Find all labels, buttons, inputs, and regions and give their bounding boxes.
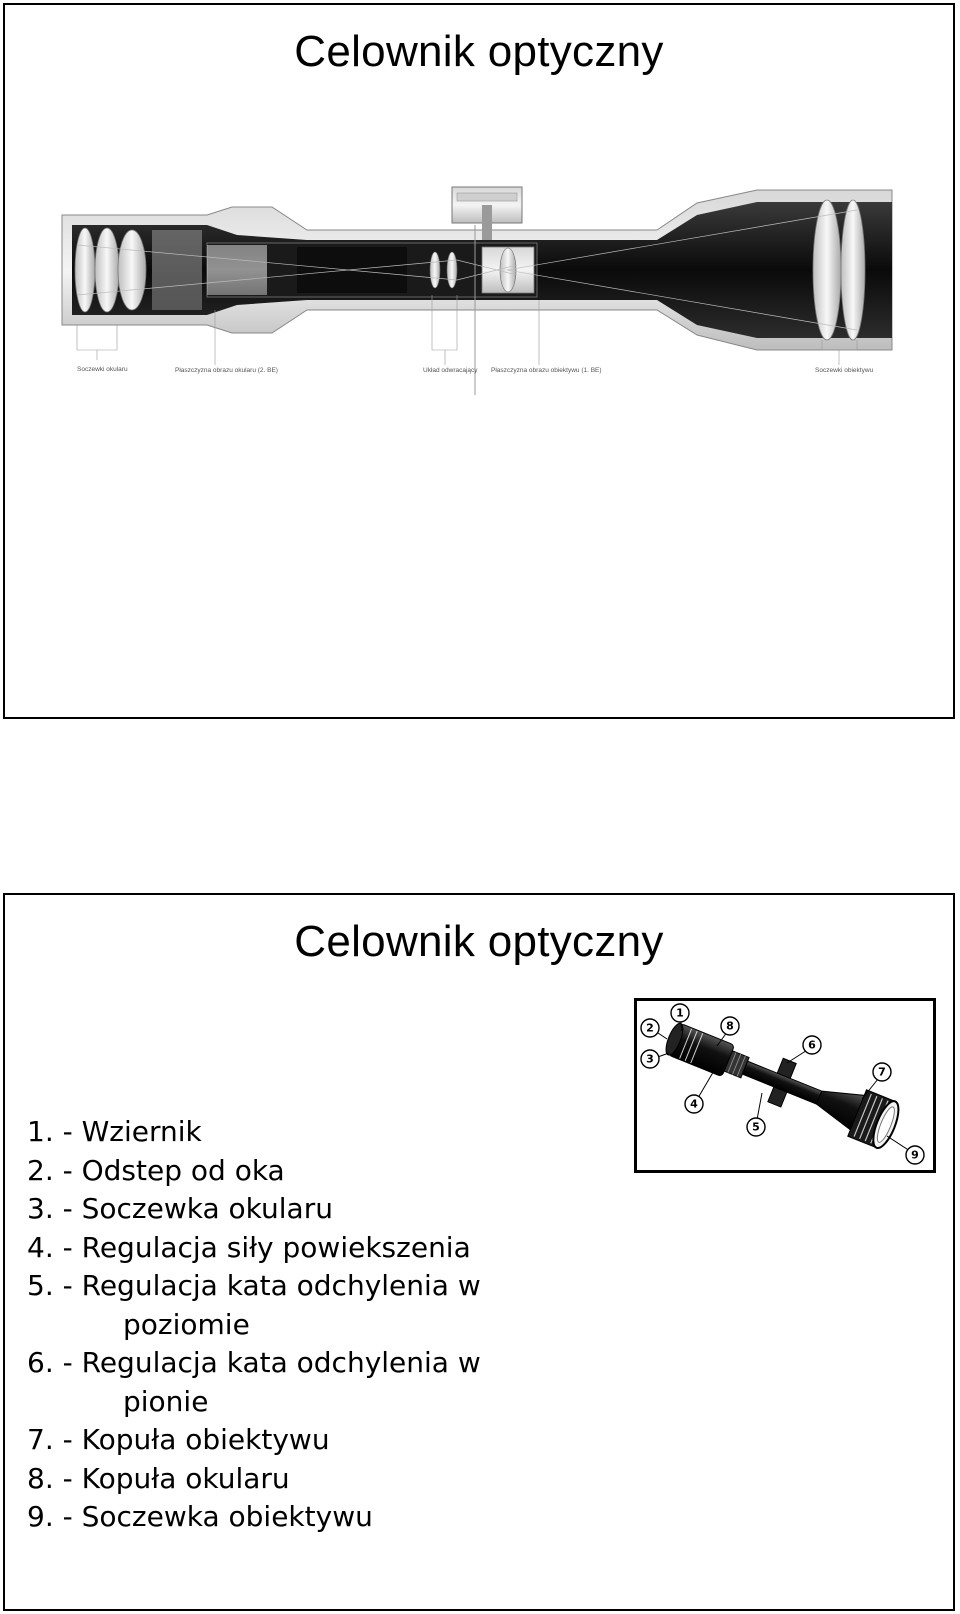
callout-objective-image-plane: Płaszczyzna obrazu obiektywu (1. BE): [491, 367, 602, 374]
svg-text:3: 3: [646, 1053, 654, 1066]
riflescope-exterior-diagram: 1 2 3 4 5 6 7 8 9: [640, 1003, 925, 1165]
marker-9: 9: [905, 1145, 925, 1165]
callout-objective-lenses: Soczewki obiektywu: [815, 367, 874, 374]
legend-item: 4. - Regulacja siły powiekszenia: [27, 1230, 471, 1264]
marker-6: 6: [802, 1035, 822, 1055]
legend-item: 8. - Kopuła okularu: [27, 1461, 290, 1495]
slide-1-title: Celownik optyczny: [294, 27, 664, 76]
riflescope-exterior-diagram-frame: 1 2 3 4 5 6 7 8 9: [634, 998, 936, 1173]
marker-2: 2: [640, 1018, 660, 1038]
svg-text:9: 9: [911, 1149, 919, 1162]
slide-1: Celownik optyczny: [3, 3, 955, 719]
legend-item: 3. - Soczewka okularu: [27, 1192, 333, 1225]
svg-text:4: 4: [690, 1098, 698, 1111]
marker-1: 1: [670, 1003, 690, 1023]
riflescope-cross-section-diagram: Soczewki okularu Płaszczyzna obrazu okul…: [61, 186, 893, 395]
callout-eyepiece-lenses: Soczewki okularu: [77, 366, 128, 373]
legend-item: 7. - Kopuła obiektywu: [27, 1423, 330, 1456]
svg-text:5: 5: [752, 1121, 760, 1134]
svg-text:6: 6: [808, 1039, 816, 1052]
slide-2-title: Celownik optyczny: [294, 917, 664, 966]
svg-text:7: 7: [878, 1066, 886, 1079]
marker-7: 7: [872, 1062, 892, 1082]
svg-text:2: 2: [646, 1022, 654, 1035]
legend-item: 2. - Odstep od oka: [27, 1153, 285, 1187]
marker-3: 3: [640, 1049, 660, 1069]
callout-eyepiece-image-plane: Płaszczyzna obrazu okularu (2. BE): [175, 367, 278, 374]
marker-4: 4: [684, 1094, 704, 1114]
scope-parts-legend: 1. - Wziernik 2. - Odstep od oka 3. - So…: [27, 1113, 481, 1537]
marker-5: 5: [746, 1117, 766, 1137]
callout-erector-system: Układ odwracający: [423, 367, 478, 374]
marker-8: 8: [720, 1016, 740, 1036]
svg-text:8: 8: [726, 1020, 734, 1033]
legend-item: 9. - Soczewka obiektywu: [27, 1500, 373, 1533]
legend-item: 1. - Wziernik: [27, 1115, 202, 1148]
slide-2: Celownik optyczny 1. - Wziernik 2. - Ods…: [3, 893, 955, 1611]
svg-text:1: 1: [676, 1007, 684, 1020]
